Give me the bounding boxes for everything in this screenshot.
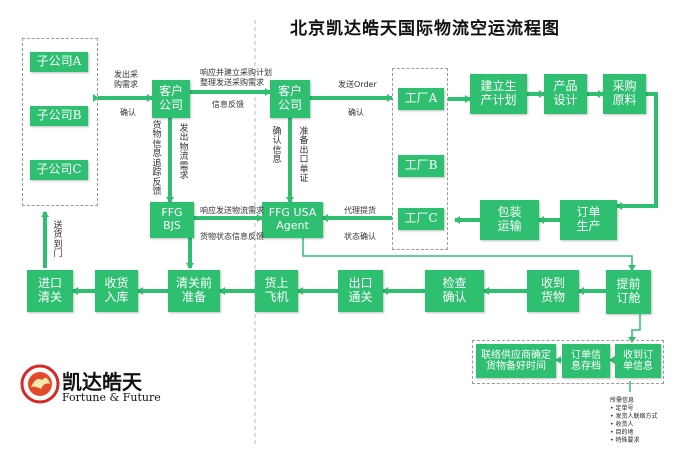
receive-goods-box: 收到 货物 xyxy=(527,270,579,312)
label-respond-plan: 响应并建立采购计划 整理发送采购需求 xyxy=(200,68,272,87)
label-send-logistics: 发出物流需求 xyxy=(179,124,189,182)
arrow-book-info xyxy=(628,314,641,343)
factory-a-box: 工厂A xyxy=(398,88,444,110)
subsidiary-b-box: 子公司B xyxy=(30,106,88,126)
logo-english-name: Fortune & Future xyxy=(62,391,161,404)
label-agent-pickup: 代理提货 xyxy=(344,206,376,215)
inspect-confirm-box: 检查 确认 xyxy=(425,270,484,312)
purchase-material-box: 采购 原料 xyxy=(603,74,646,114)
label-confirm-info: 确认信息 xyxy=(272,127,282,166)
label-status-confirm: 状态确认 xyxy=(344,232,376,241)
ffg-usa-agent-box: FFG USA Agent xyxy=(262,202,323,238)
label-status-feedback: 货物状态信息反馈 xyxy=(200,232,264,241)
client-company-right-box: 客户 公司 xyxy=(270,80,310,118)
label-prepare-docs: 准备出口单证 xyxy=(299,127,309,185)
pre-clearance-box: 清关前 准备 xyxy=(168,270,220,312)
page-title: 北京凯达皓天国际物流空运流程图 xyxy=(290,19,560,39)
note-heading: 所需信息 xyxy=(610,397,635,404)
factory-c-box: 工厂C xyxy=(398,208,444,230)
product-design-box: 产品 设计 xyxy=(544,74,587,114)
book-space-box: 提前 订舱 xyxy=(606,270,651,314)
build-plan-box: 建立生 产计划 xyxy=(470,74,527,114)
subsidiaries-group xyxy=(22,38,98,206)
supplier-confirm-box: 联络供应商确定 货物备好时间 xyxy=(476,344,556,378)
label-track-feedback: 货物信息追踪反馈 xyxy=(152,121,162,198)
label-confirm-right: 确认 xyxy=(348,108,364,117)
note-item: • 收货人 xyxy=(610,421,634,428)
subsidiary-a-box: 子公司A xyxy=(30,52,88,72)
label-deliver-door: 送货到门 xyxy=(53,221,63,260)
label-send-order: 发送Order xyxy=(338,80,377,89)
packing-transport-box: 包装 运输 xyxy=(480,200,539,240)
label-respond-logistics: 响应发送物流需求 xyxy=(200,206,264,215)
note-item: • 定单号 xyxy=(610,405,634,412)
export-clearance-box: 出口 通关 xyxy=(338,270,383,312)
info-group xyxy=(472,340,664,384)
company-logo-icon xyxy=(20,364,60,404)
arrow-purchase-order xyxy=(616,92,658,210)
logo-chinese-name: 凯达皓天 xyxy=(62,370,142,394)
note-item: • 目的地 xyxy=(610,429,634,436)
receive-storage-box: 收货 入库 xyxy=(95,270,138,312)
order-info-box: 收到订 单信息 xyxy=(615,344,661,378)
note-item: • 发货人联络方式 xyxy=(610,413,658,420)
factory-b-box: 工厂B xyxy=(398,155,444,177)
label-info-feedback: 信息反馈 xyxy=(212,100,244,109)
label-purchase-request: 发出采 购需求 xyxy=(114,70,138,89)
client-company-left-box: 客户 公司 xyxy=(152,80,190,118)
required-info-notes: 所需信息 • 定单号 • 发货人联络方式 • 收货人 • 目的地 • 特殊要求 xyxy=(610,397,657,445)
arrow-usa-book xyxy=(302,238,636,271)
order-archive-box: 订单信 息存档 xyxy=(562,344,610,378)
import-clearance-box: 进口 清关 xyxy=(27,270,73,312)
board-plane-box: 货上 飞机 xyxy=(255,270,298,312)
label-confirm-left: 确认 xyxy=(120,108,136,117)
ffg-bjs-box: FFG BJS xyxy=(150,202,194,238)
note-item: • 特殊要求 xyxy=(610,437,640,444)
factories-group xyxy=(392,68,448,250)
subsidiary-c-box: 子公司C xyxy=(30,160,88,180)
order-production-box: 订单 生产 xyxy=(560,200,617,240)
